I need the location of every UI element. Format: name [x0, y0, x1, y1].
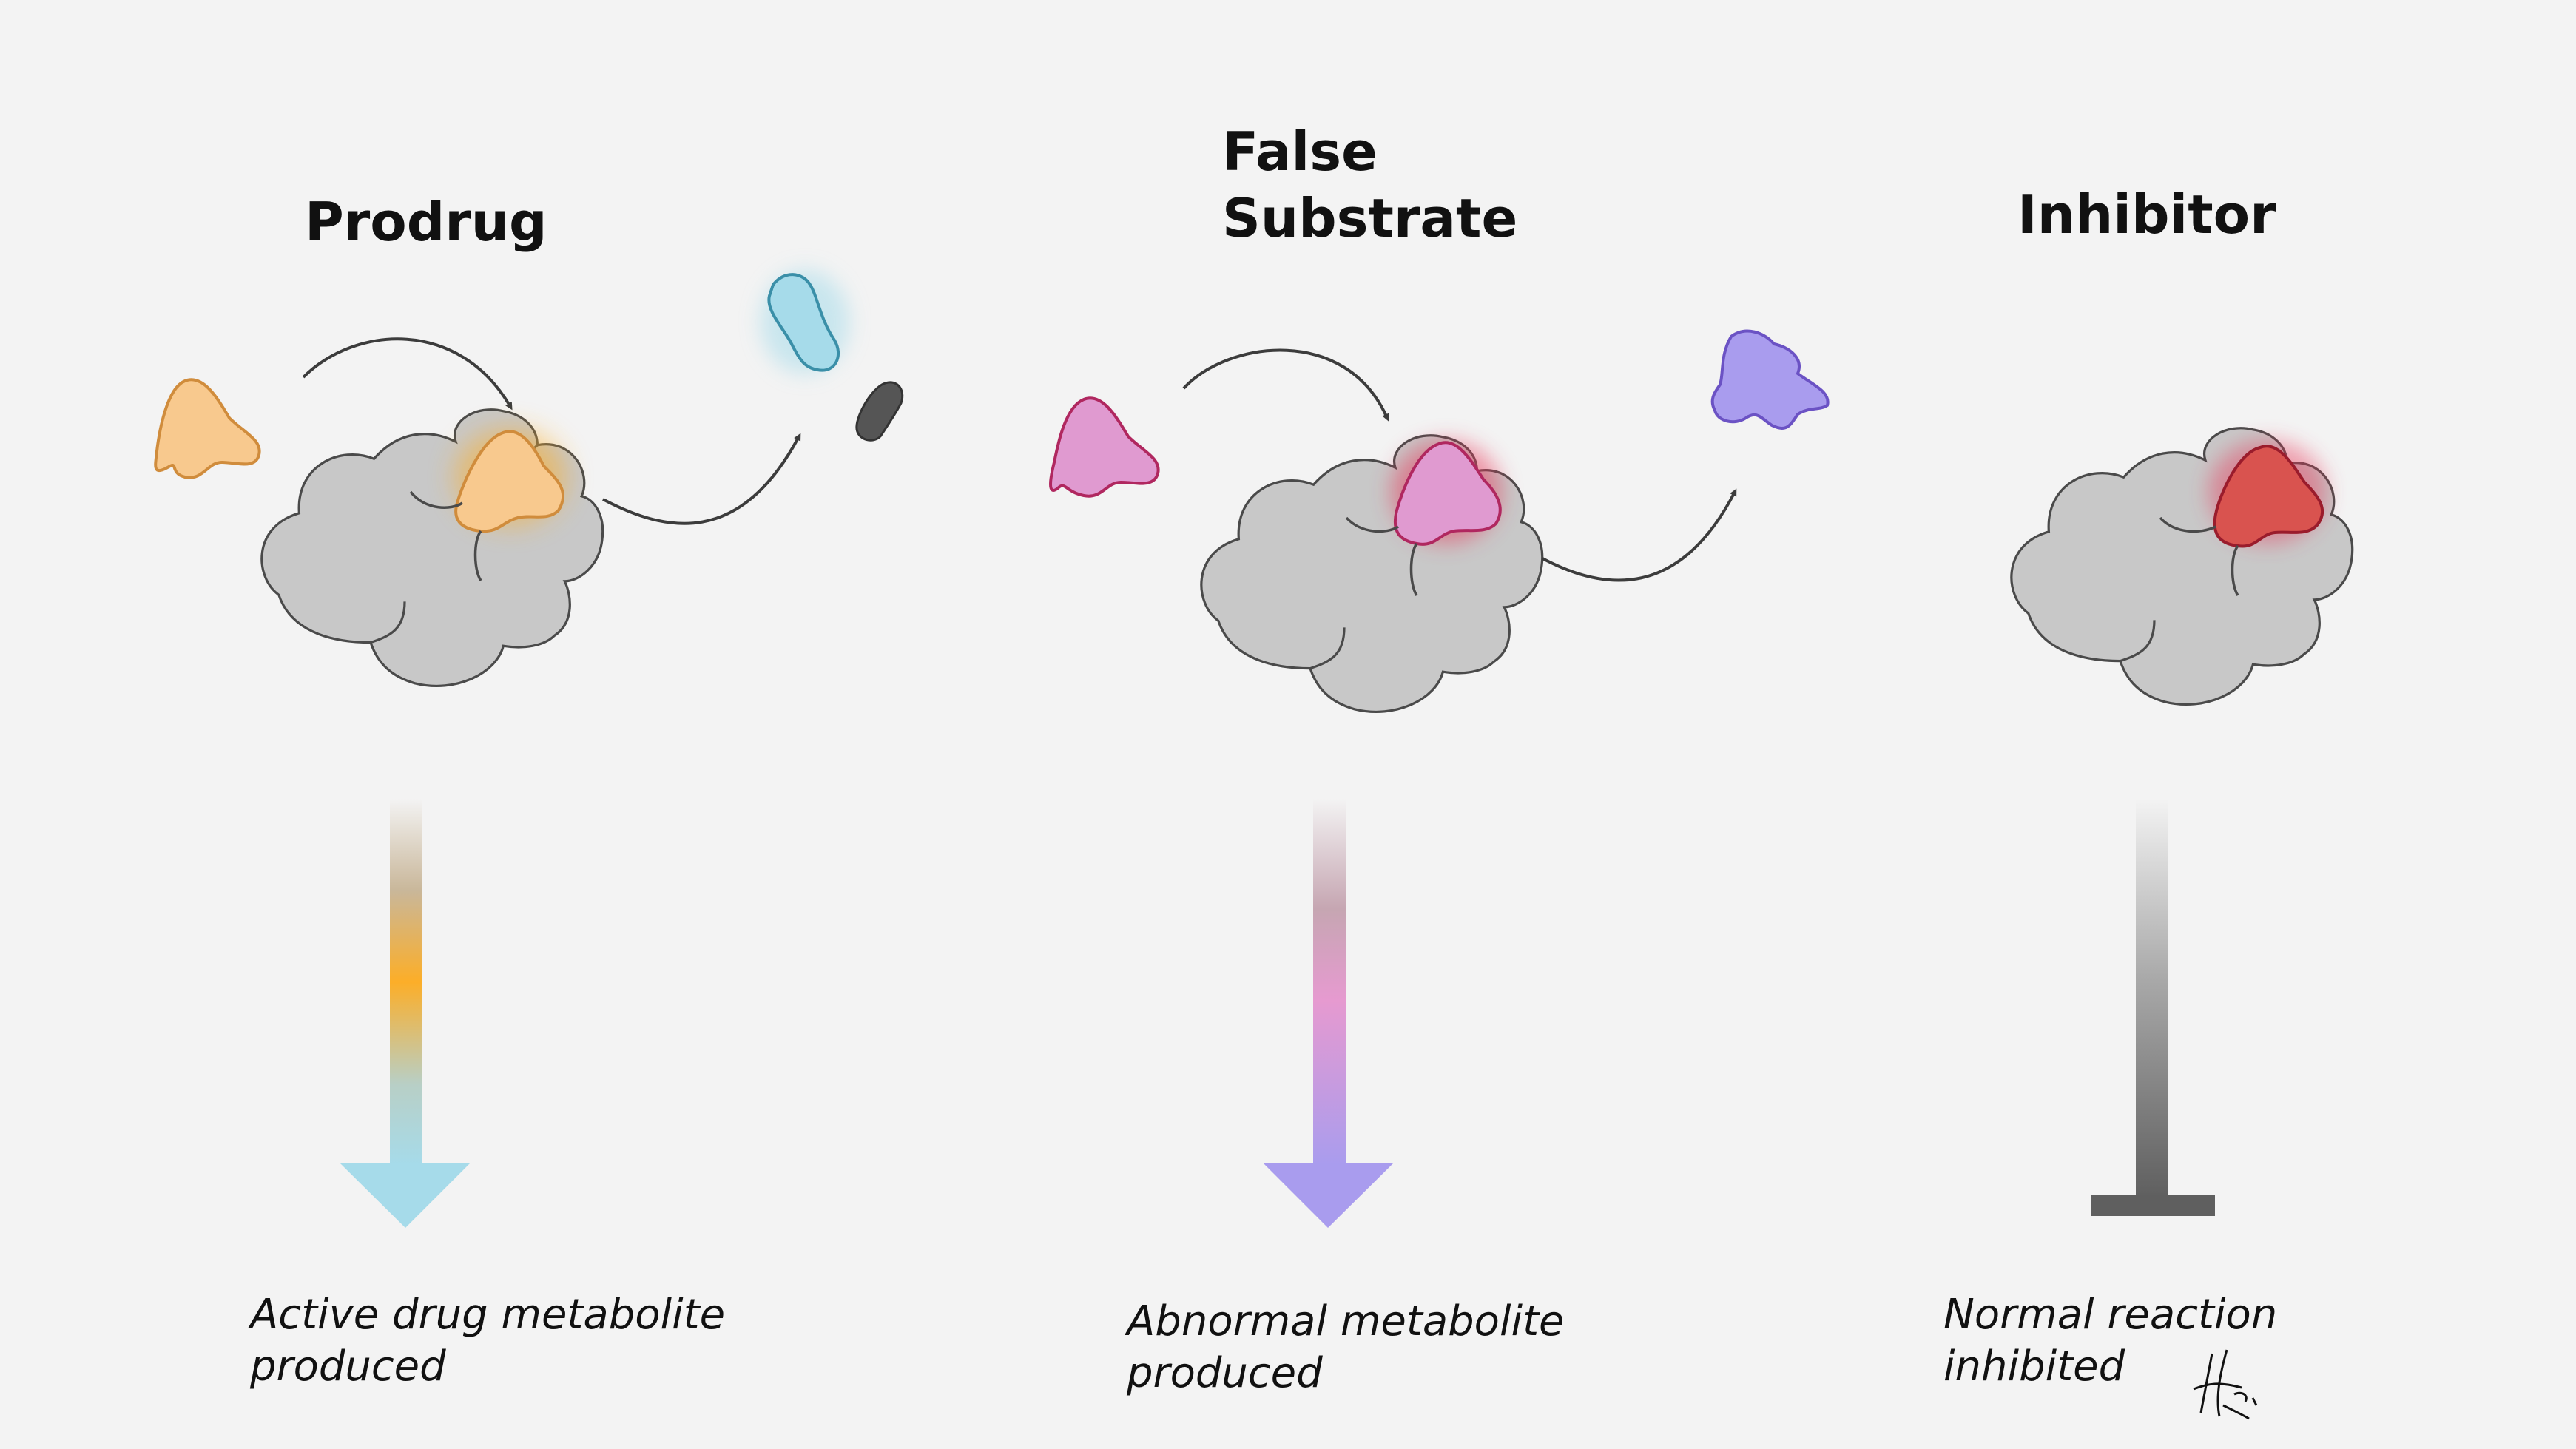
prodrug-arrowhead	[340, 1163, 470, 1228]
false-substrate-arrowhead	[1264, 1163, 1393, 1228]
inhibitor-caption: Normal reaction inhibited	[1943, 1289, 2277, 1393]
inhibitor-caption-line2: inhibited	[1943, 1342, 2125, 1391]
false-substrate-caption-line1: Abnormal metabolite	[1127, 1297, 1565, 1345]
false-substrate-bound-molecule	[1393, 441, 1502, 546]
prodrug-pathway-arrow	[390, 799, 422, 1165]
artist-signature	[2193, 1349, 2258, 1420]
prodrug-binding-arrow	[302, 337, 513, 411]
false-substrate-title-line2: Substrate	[1222, 187, 1518, 249]
inhibitor-bound-molecule	[2213, 445, 2324, 548]
prodrug-panel	[154, 270, 904, 1228]
false-substrate-pathway-arrow	[1313, 799, 1346, 1165]
false-substrate-product-arrow	[1542, 488, 1737, 582]
inhibitor-caption-line1: Normal reaction	[1943, 1291, 2278, 1339]
prodrug-product-arrow	[602, 433, 801, 525]
false-substrate-caption: Abnormal metabolite produced	[1127, 1296, 1564, 1399]
false-substrate-abnormal-metabolite	[1710, 329, 1830, 430]
false-substrate-title-line1: False	[1222, 121, 1378, 183]
prodrug-bound-molecule	[454, 430, 564, 533]
inhibitor-pathway-bar	[2136, 799, 2168, 1198]
inhibitor-block-bar	[2091, 1195, 2215, 1216]
prodrug-caption: Active drug metabolite produced	[250, 1289, 725, 1393]
false-substrate-binding-arrow	[1182, 348, 1389, 422]
inhibitor-panel	[2010, 427, 2354, 1216]
prodrug-title: Prodrug	[305, 191, 547, 253]
false-substrate-molecule	[1049, 396, 1160, 498]
prodrug-active-metabolite	[767, 273, 840, 372]
prodrug-byproduct	[855, 381, 904, 442]
inhibitor-title: Inhibitor	[2017, 183, 2276, 246]
false-substrate-panel	[1049, 329, 1830, 1228]
prodrug-caption-line2: produced	[250, 1342, 446, 1391]
false-substrate-caption-line2: produced	[1127, 1349, 1323, 1397]
prodrug-molecule	[154, 378, 261, 479]
false-substrate-title: False Substrate	[1222, 118, 1517, 251]
prodrug-caption-line1: Active drug metabolite	[250, 1291, 726, 1339]
